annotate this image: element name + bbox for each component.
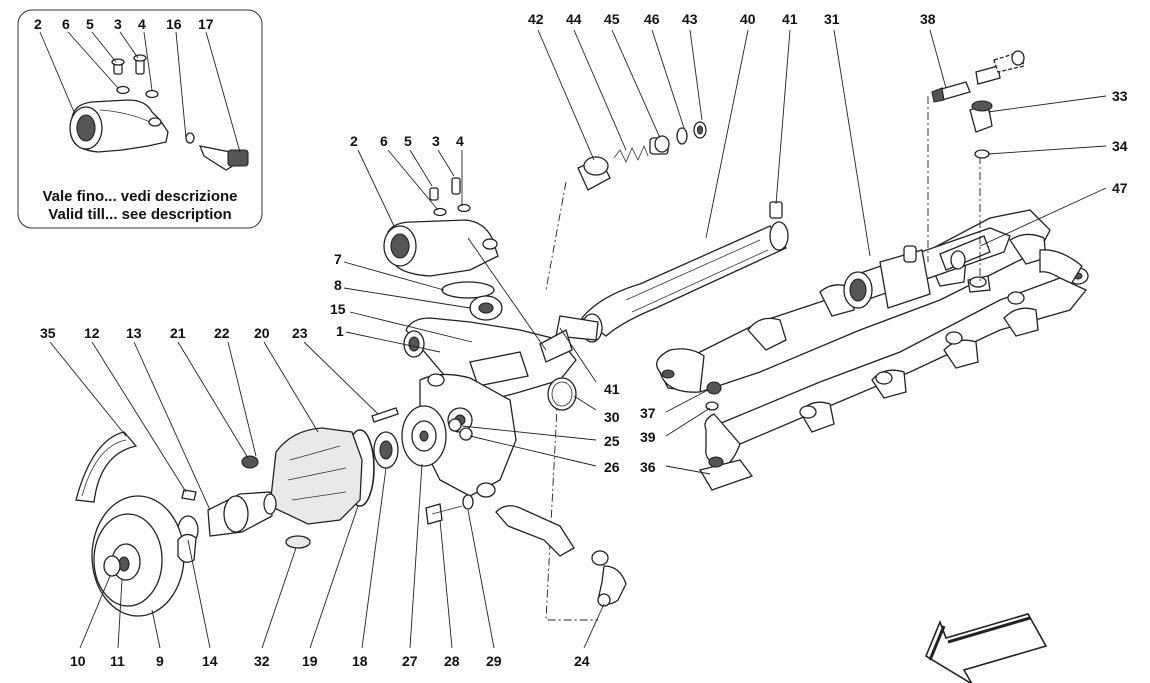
callout-45: 45: [604, 11, 620, 27]
inset-callout-17: 17: [198, 16, 214, 32]
callout-37: 37: [640, 405, 656, 421]
water-pump: [75, 373, 627, 617]
callout-3: 3: [432, 133, 440, 149]
callout-30: 30: [604, 409, 620, 425]
callout-27: 27: [402, 653, 418, 669]
callout-41-top: 41: [782, 11, 798, 27]
callout-24: 24: [574, 653, 590, 669]
callout-9: 9: [156, 653, 164, 669]
callout-20: 20: [254, 325, 270, 341]
thermostat-housing: [383, 177, 577, 411]
inset-callout-5: 5: [86, 16, 94, 32]
exhaust-manifolds: [656, 209, 1089, 491]
callout-43: 43: [682, 11, 698, 27]
inset-note-english: Valid till... see description: [48, 206, 231, 223]
callout-18: 18: [352, 653, 368, 669]
callout-34: 34: [1112, 138, 1128, 154]
callout-23: 23: [292, 325, 308, 341]
callout-35: 35: [40, 325, 56, 341]
inset-callout-16: 16: [166, 16, 182, 32]
callout-14: 14: [202, 653, 218, 669]
leader-lines: [49, 29, 1107, 649]
callout-32: 32: [254, 653, 270, 669]
callout-39: 39: [640, 429, 656, 445]
callout-21: 21: [170, 325, 186, 341]
callout-6: 6: [380, 133, 388, 149]
inset-panel: 2 6 5 3 4 16 17 Vale fino... vedi descri…: [17, 9, 263, 229]
callout-8: 8: [334, 277, 342, 293]
inset-callout-2: 2: [34, 16, 42, 32]
callout-4: 4: [456, 133, 464, 149]
callout-26: 26: [604, 459, 620, 475]
callout-41-mid: 41: [604, 381, 620, 397]
callout-25: 25: [604, 433, 620, 449]
inset-callout-6: 6: [62, 16, 70, 32]
callout-15: 15: [330, 301, 346, 317]
callout-1: 1: [336, 323, 344, 339]
inset-callout-4: 4: [138, 16, 146, 32]
callout-33: 33: [1112, 88, 1128, 104]
callout-12: 12: [84, 325, 100, 341]
callout-22: 22: [214, 325, 230, 341]
callout-29: 29: [486, 653, 502, 669]
callout-2: 2: [350, 133, 358, 149]
callout-7: 7: [334, 251, 342, 267]
callout-44: 44: [566, 11, 582, 27]
inset-callout-3: 3: [114, 16, 122, 32]
callout-19: 19: [302, 653, 318, 669]
callout-28: 28: [444, 653, 460, 669]
callout-10: 10: [70, 653, 86, 669]
callout-labels: 42 44 45 46 43 40 41 31 38 2 6 5 3 4 7 8…: [40, 11, 1128, 669]
callout-11: 11: [110, 653, 125, 669]
callout-31: 31: [824, 11, 840, 27]
direction-arrow-icon: [924, 613, 1048, 683]
inset-note-italian: Vale fino... vedi descrizione: [42, 188, 237, 205]
callout-5: 5: [404, 133, 412, 149]
callout-40: 40: [740, 11, 756, 27]
callout-47: 47: [1112, 180, 1128, 196]
callout-38: 38: [920, 11, 936, 27]
sensor-parts: [705, 50, 1025, 411]
callout-42: 42: [528, 11, 544, 27]
callout-36: 36: [640, 459, 656, 475]
callout-13: 13: [126, 325, 142, 341]
callout-46: 46: [644, 11, 660, 27]
